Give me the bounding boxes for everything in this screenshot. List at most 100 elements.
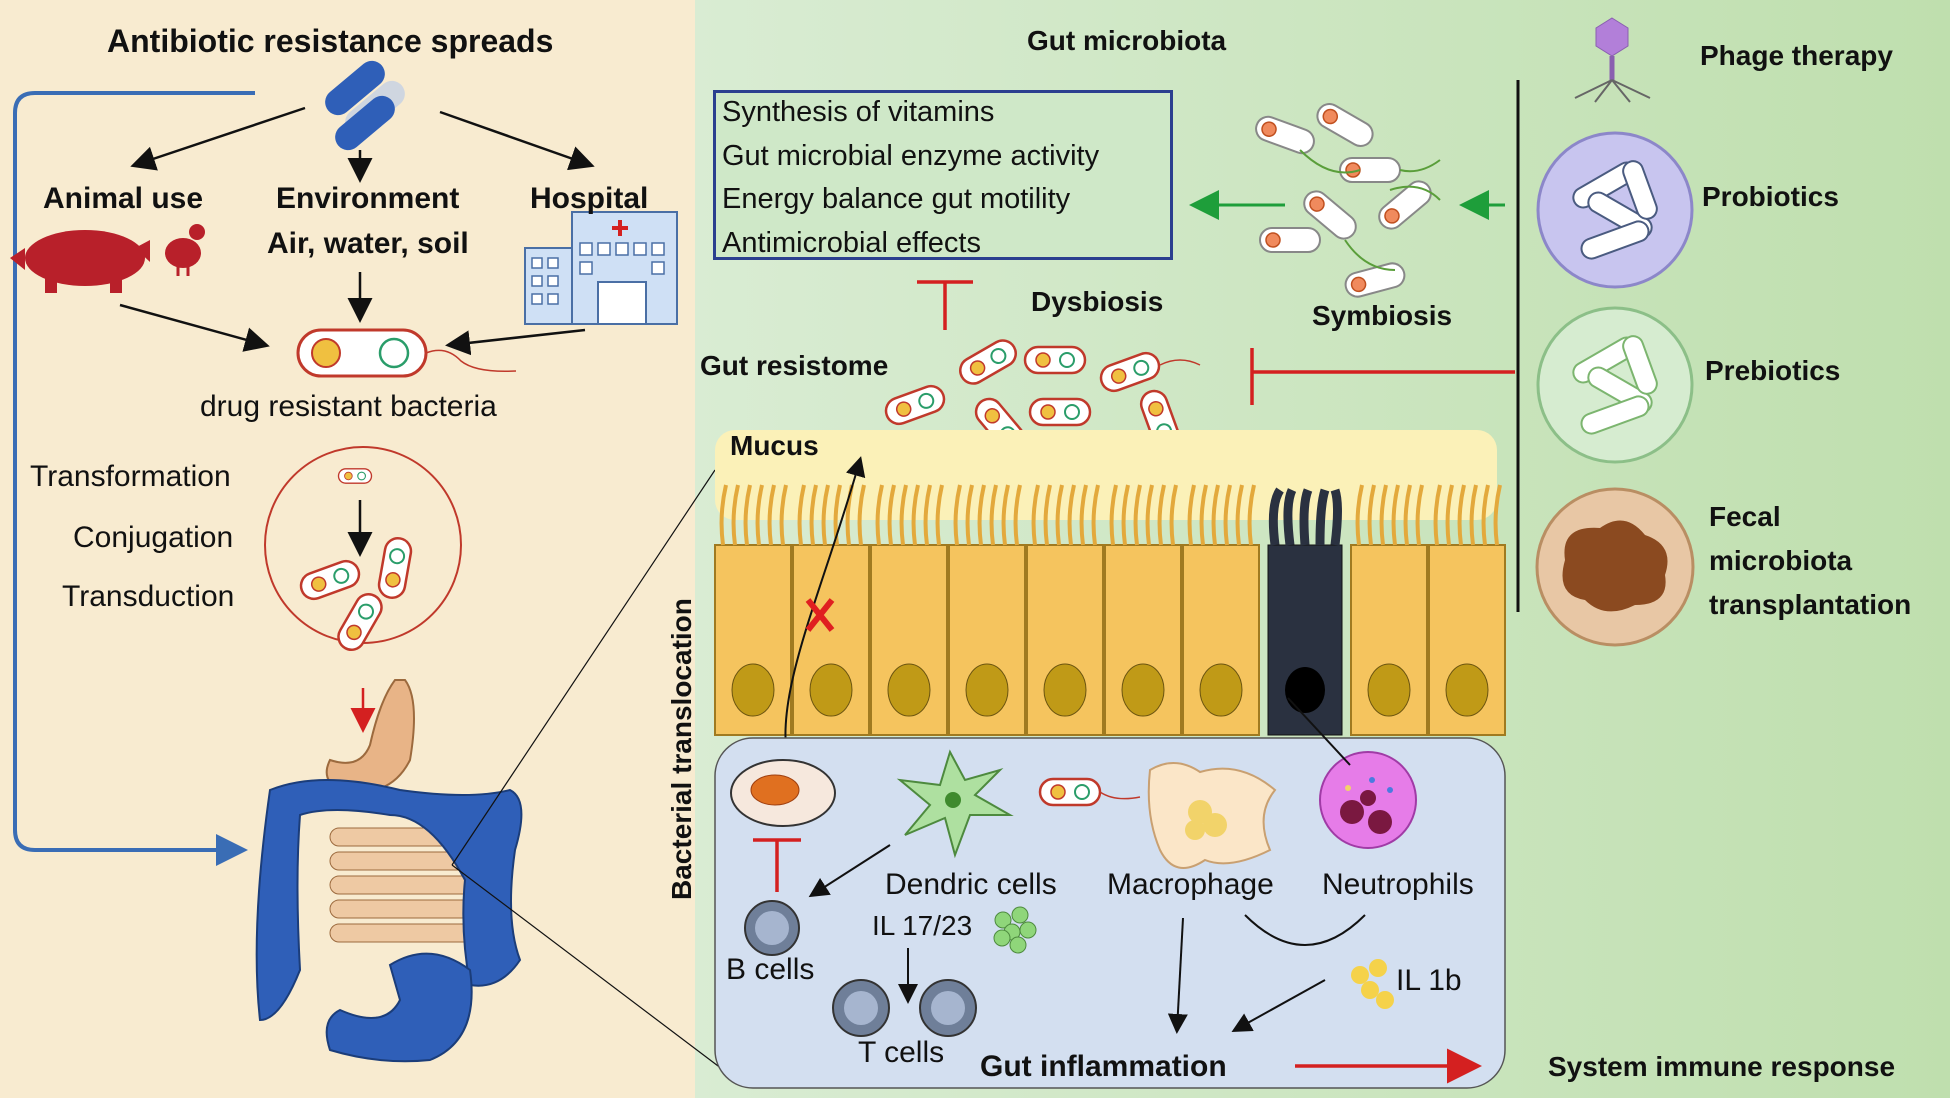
microvillus: [1199, 484, 1208, 546]
inhibit-dysbiosis-symbol: [1250, 348, 1515, 405]
microvillus: [935, 484, 944, 546]
microvillus: [1043, 484, 1052, 546]
microbiota-functions-box: [713, 90, 1173, 260]
microvillus: [833, 484, 842, 546]
function-item: Antimicrobial effects: [722, 227, 981, 259]
microvillus: [797, 484, 806, 546]
microvillus: [953, 484, 962, 546]
microvillus: [989, 484, 998, 546]
microvillus: [809, 484, 818, 546]
t-cells-label: T cells: [858, 1036, 945, 1069]
cell-nucleus: [1445, 663, 1489, 717]
microvillus: [1379, 484, 1388, 546]
cell-nucleus: [1199, 663, 1243, 717]
blocked-x-icon: [805, 598, 835, 632]
dendritic-label: Dendric cells: [885, 868, 1057, 901]
function-item: Energy balance gut motility: [722, 183, 1071, 215]
microvillus: [899, 484, 908, 546]
microvillus: [743, 484, 752, 546]
intestine-illustration: [255, 679, 523, 1063]
goblet-cell: [1267, 487, 1343, 736]
cell-nucleus: [965, 663, 1009, 717]
prebiotics-icon: [1536, 306, 1694, 464]
drug-resistant-label: drug resistant bacteria: [200, 390, 497, 423]
il17-label: IL 17/23: [872, 910, 973, 941]
microvillus: [1211, 484, 1220, 546]
left-title: Antibiotic resistance spreads: [107, 23, 554, 59]
microvillus: [1445, 484, 1454, 546]
microvillus: [1031, 484, 1040, 546]
b-cells-label: B cells: [726, 953, 815, 986]
microvillus: [1055, 484, 1064, 546]
cell-nucleus: [1121, 663, 1165, 717]
il1b-cytokine-icon: [1351, 959, 1394, 1009]
phage-icon: [1574, 17, 1651, 103]
fmt-label-line2: microbiota: [1709, 545, 1853, 576]
microvillus: [779, 484, 788, 546]
microvillus: [719, 484, 728, 546]
microvillus: [875, 484, 884, 546]
inhibit-bcell-symbol: [753, 838, 801, 892]
microvillus: [1433, 484, 1442, 546]
microvillus: [911, 484, 920, 546]
conjugation-label: Conjugation: [73, 521, 234, 554]
il1b-label: IL 1b: [1396, 964, 1462, 997]
symbiosis-label: Symbiosis: [1312, 300, 1453, 331]
symbiosis-bacteria: [1251, 98, 1441, 301]
microvillus: [1355, 484, 1364, 546]
transduction-label: Transduction: [62, 580, 235, 613]
environment-sub-label: Air, water, soil: [267, 227, 469, 260]
hospital-label: Hospital: [530, 182, 649, 215]
microvillus: [887, 484, 896, 546]
microvillus: [1013, 484, 1022, 546]
chicken-icon: [165, 224, 205, 276]
microvillus: [1403, 484, 1412, 546]
prebiotics-label: Prebiotics: [1705, 355, 1841, 386]
probiotics-label: Probiotics: [1702, 181, 1839, 212]
phage-therapy-label: Phage therapy: [1700, 40, 1893, 71]
microvillus: [731, 484, 740, 546]
resistome-label: Gut resistome: [700, 350, 889, 381]
antibiotic-pills-icon: [325, 60, 405, 151]
microvillus: [1187, 484, 1196, 546]
microvillus: [965, 484, 974, 546]
macrophage-label: Macrophage: [1107, 868, 1274, 901]
microvillus: [1169, 484, 1178, 546]
cell-nucleus: [731, 663, 775, 717]
fecal-transplant-icon: [1535, 487, 1695, 647]
hospital-icon: [524, 211, 678, 325]
dysbiosis-label: Dysbiosis: [1031, 286, 1164, 317]
pig-icon: [10, 230, 150, 293]
microvillus: [755, 484, 764, 546]
system-response-label: System immune response: [1548, 1051, 1896, 1082]
microvillus: [923, 484, 932, 546]
animal-use-label: Animal use: [43, 182, 204, 215]
microvillus: [1145, 484, 1154, 546]
microvillus: [1457, 484, 1466, 546]
microvillus: [1235, 484, 1244, 546]
cell-nucleus: [1367, 663, 1411, 717]
transformation-label: Transformation: [30, 460, 231, 493]
microvillus: [1133, 484, 1142, 546]
epithelial-cell: [1428, 544, 1506, 736]
microvillus: [1469, 484, 1478, 546]
dendritic-cell-icon: [896, 749, 1014, 859]
cell-nucleus: [887, 663, 931, 717]
microvillus: [1247, 484, 1256, 546]
il17-cytokine-icon: [993, 906, 1037, 954]
microvillus: [1067, 484, 1076, 546]
inflammation-label: Gut inflammation: [980, 1050, 1227, 1083]
microvillus: [1001, 484, 1010, 546]
neutrophils-label: Neutrophils: [1322, 868, 1474, 901]
spread-loop-arrow: [13, 91, 255, 866]
microvillus: [1121, 484, 1130, 546]
inhibit-functions-symbol: [917, 280, 973, 330]
microvillus: [1367, 484, 1376, 546]
translocation-label: Bacterial translocation: [666, 598, 697, 900]
microvillus: [1157, 484, 1166, 546]
environment-label: Environment: [276, 182, 460, 215]
microvillus: [977, 484, 986, 546]
probiotics-icon: [1536, 131, 1694, 289]
